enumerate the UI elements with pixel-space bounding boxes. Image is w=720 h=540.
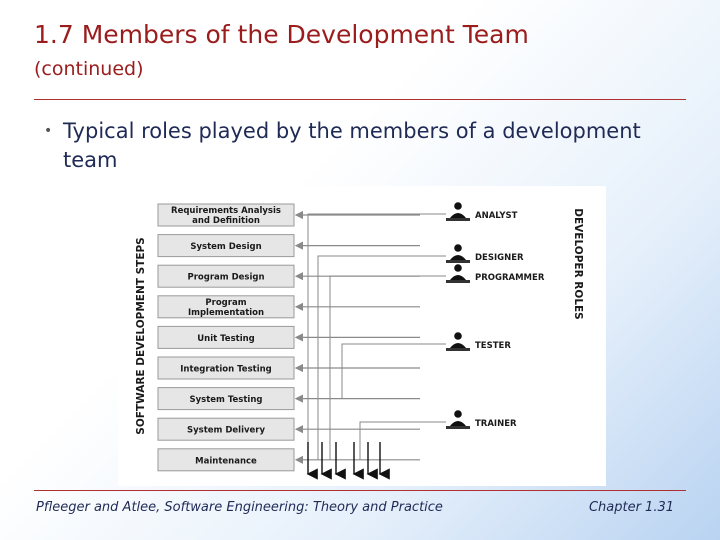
- role-connector: [341, 343, 418, 399]
- title-line-2: (continued): [34, 58, 144, 80]
- step-label: Requirements Analysis: [171, 206, 281, 216]
- development-roles-diagram: SOFTWARE DEVELOPMENT STEPS DEVELOPER ROLE…: [118, 186, 606, 486]
- step-label: Program: [205, 298, 246, 308]
- title-divider: [34, 99, 686, 100]
- role-label: TRAINER: [475, 419, 517, 429]
- role-label: ANALYST: [475, 211, 518, 221]
- footer-source: Pfleeger and Atlee, Software Engineering…: [36, 500, 443, 515]
- role-desk-icon: [446, 426, 470, 429]
- step-label: Implementation: [188, 308, 264, 318]
- step-label: Maintenance: [195, 456, 257, 466]
- role-desk-icon: [446, 260, 470, 263]
- role-person-icon: [450, 275, 466, 280]
- role-connector: [359, 421, 368, 460]
- role-desk-icon: [446, 348, 470, 351]
- step-box: [157, 356, 295, 380]
- role-connector: [329, 275, 430, 460]
- step-label: System Design: [190, 242, 261, 252]
- step-label: System Testing: [190, 395, 263, 405]
- role-label: DESIGNER: [475, 253, 524, 263]
- slide-title: 1.7 Members of the Development Team (con…: [34, 18, 529, 82]
- bullet-marker: •: [44, 123, 53, 139]
- role-person-icon: [454, 264, 462, 272]
- step-box: [157, 448, 295, 472]
- step-box: [157, 295, 295, 319]
- role-person-icon: [454, 202, 462, 210]
- role-label: PROGRAMMER: [475, 273, 545, 283]
- role-person-icon: [454, 410, 462, 418]
- step-box: [157, 234, 295, 258]
- role-person-icon: [450, 343, 466, 348]
- developer-roles-label: DEVELOPER ROLES: [572, 208, 584, 319]
- role-person-icon: [450, 213, 466, 218]
- step-label: Unit Testing: [197, 334, 255, 344]
- role-person-icon: [454, 244, 462, 252]
- step-box: [157, 417, 295, 441]
- title-line-1: 1.7 Members of the Development Team: [34, 20, 529, 49]
- software-development-steps-label: SOFTWARE DEVELOPMENT STEPS: [135, 237, 147, 434]
- step-label: Integration Testing: [180, 365, 272, 375]
- role-desk-icon: [446, 218, 470, 221]
- step-box: [157, 387, 295, 411]
- role-label: TESTER: [475, 341, 511, 351]
- step-box: [157, 203, 295, 227]
- footer-chapter: Chapter 1.31: [588, 500, 674, 515]
- step-box: [157, 325, 295, 349]
- bullet-point: • Typical roles played by the members of…: [44, 117, 664, 175]
- step-label: and Definition: [192, 216, 260, 226]
- role-connector: [307, 213, 434, 460]
- role-person-icon: [454, 332, 462, 340]
- role-connector: [317, 255, 428, 460]
- diagram-canvas: SOFTWARE DEVELOPMENT STEPS DEVELOPER ROLE…: [135, 202, 584, 480]
- bullet-text: Typical roles played by the members of a…: [63, 119, 641, 172]
- footer-divider: [34, 490, 686, 491]
- role-desk-icon: [446, 280, 470, 283]
- role-person-icon: [450, 255, 466, 260]
- step-label: Program Design: [187, 273, 264, 283]
- step-box: [157, 264, 295, 288]
- step-label: System Delivery: [187, 426, 266, 436]
- role-person-icon: [450, 421, 466, 426]
